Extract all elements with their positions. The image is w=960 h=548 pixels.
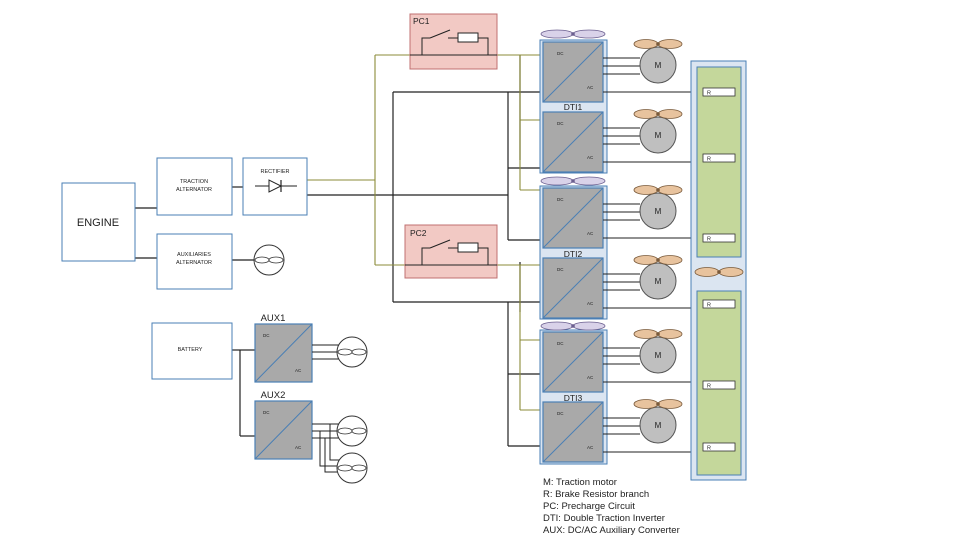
inverter-ac-label: AC — [587, 85, 594, 90]
motor-label: M — [655, 421, 662, 430]
inverter-output-wires — [603, 273, 703, 309]
main-wires — [135, 55, 540, 447]
aux2-label: AUX2 — [261, 390, 286, 401]
pc1-switch-resistor-icon — [410, 29, 497, 56]
motor-label: M — [655, 207, 662, 216]
diode-icon — [255, 179, 297, 193]
aux2-dc-label: DC — [263, 410, 270, 415]
brake-resistor-6: R — [702, 442, 736, 452]
aux2-converter: AUX2 DC AC — [254, 390, 313, 460]
traction-alternator-label-1: TRACTION — [180, 179, 208, 185]
inverter-ac-label: AC — [587, 231, 594, 236]
legend-line-2: R: Brake Resistor branch — [543, 489, 649, 500]
pc2-label: PC2 — [410, 228, 427, 238]
dti2-label: DTI2 — [564, 249, 583, 259]
inverter-5: DC AC M — [542, 329, 703, 393]
resistor-label: R — [707, 237, 711, 243]
rectifier-box: RECTIFIER — [242, 157, 308, 216]
inverter-dc-label: DC — [557, 411, 564, 416]
inverter-output-wires — [603, 57, 703, 93]
aux2-ac-label: AC — [295, 445, 302, 450]
aux-alternator-fan-icon — [253, 244, 285, 276]
inverter-ac-label: AC — [587, 301, 594, 306]
motor-label: M — [655, 351, 662, 360]
traction-motor-2: M — [633, 109, 683, 154]
inverter-2: DC AC M — [542, 109, 703, 173]
inverter-output-wires — [603, 127, 703, 163]
brake-resistor-2: R — [702, 153, 736, 163]
precharge-wires — [307, 54, 540, 411]
inverter-dc-label: DC — [557, 51, 564, 56]
traction-alternator-box: TRACTION ALTERNATOR — [156, 157, 233, 216]
inverter-ac-label: AC — [587, 445, 594, 450]
inverter-4: DC AC M — [542, 255, 703, 319]
auxiliaries-alternator-label-2: ALTERNATOR — [176, 260, 212, 266]
inverter-output-wires — [603, 203, 703, 239]
traction-motor-6: M — [633, 399, 683, 444]
inverter-dc-label: DC — [557, 267, 564, 272]
legend-line-4: DTI: Double Traction Inverter — [543, 513, 665, 524]
engine-label: ENGINE — [77, 217, 119, 229]
motor-label: M — [655, 61, 662, 70]
pc1-label: PC1 — [413, 16, 430, 26]
inverter-dc-label: DC — [557, 341, 564, 346]
aux2-fan-icon-1 — [336, 415, 368, 447]
pc2-box: PC2 — [404, 224, 498, 279]
aux-output-wires — [312, 344, 339, 473]
inverter-output-wires — [603, 417, 703, 453]
aux2-fan-icon-2 — [336, 452, 368, 484]
brake-resistor-panel — [690, 60, 747, 481]
dti3-label: DTI3 — [564, 393, 583, 403]
inverter-dc-label: DC — [557, 197, 564, 202]
auxiliaries-alternator-label-1: AUXILIARIES — [177, 252, 211, 258]
auxiliaries-alternator-box: AUXILIARIES ALTERNATOR — [156, 233, 233, 290]
inverter-ac-label: AC — [587, 375, 594, 380]
dti1-fan-icon — [540, 29, 606, 39]
dti3-fan-icon — [540, 321, 606, 331]
inverter-output-wires — [603, 347, 703, 383]
motor-label: M — [655, 277, 662, 286]
inverter-6: DC AC M — [542, 399, 703, 463]
motor-label: M — [655, 131, 662, 140]
pc2-switch-resistor-icon — [405, 239, 497, 266]
aux1-converter: AUX1 DC AC — [254, 313, 313, 383]
aux1-dc-label: DC — [263, 333, 270, 338]
traction-motor-4: M — [633, 255, 683, 300]
traction-motor-1: M — [633, 39, 683, 84]
brake-resistor-5: R — [702, 380, 736, 390]
dti2-fan-icon — [540, 176, 606, 186]
legend-line-3: PC: Precharge Circuit — [543, 501, 635, 512]
legend: M: Traction motor R: Brake Resistor bran… — [543, 477, 680, 536]
traction-motor-3: M — [633, 185, 683, 230]
traction-motor-5: M — [633, 329, 683, 374]
inverter-ac-label: AC — [587, 155, 594, 160]
brake-resistor-4: R — [702, 299, 736, 309]
resistors: R R R R R R — [702, 87, 736, 452]
legend-line-1: M: Traction motor — [543, 477, 617, 488]
traction-alternator-label-2: ALTERNATOR — [176, 187, 212, 193]
resistor-label: R — [707, 303, 711, 309]
resistor-label: R — [707, 446, 711, 452]
resistor-label: R — [707, 91, 711, 97]
rectifier-label: RECTIFIER — [260, 169, 289, 175]
resistor-label: R — [707, 157, 711, 163]
aux1-label: AUX1 — [261, 313, 286, 324]
inverter-1: DC AC M — [542, 39, 703, 103]
brake-resistor-1: R — [702, 87, 736, 97]
aux1-ac-label: AC — [295, 368, 302, 373]
dti1-label: DTI1 — [564, 102, 583, 112]
battery-box: BATTERY — [151, 322, 233, 380]
resistor-label: R — [707, 384, 711, 390]
legend-line-5: AUX: DC/AC Auxiliary Converter — [543, 525, 680, 536]
pc1-box: PC1 — [409, 13, 498, 70]
brake-resistor-3: R — [702, 233, 736, 243]
battery-label: BATTERY — [178, 347, 203, 353]
inverter-3: DC AC M — [542, 185, 703, 249]
inverter-dc-label: DC — [557, 121, 564, 126]
aux1-fan-icon — [336, 336, 368, 368]
engine-box: ENGINE — [61, 182, 136, 262]
inverters: DC AC M DC AC M DC AC M DC AC M DC AC M DC AC M — [542, 39, 703, 463]
